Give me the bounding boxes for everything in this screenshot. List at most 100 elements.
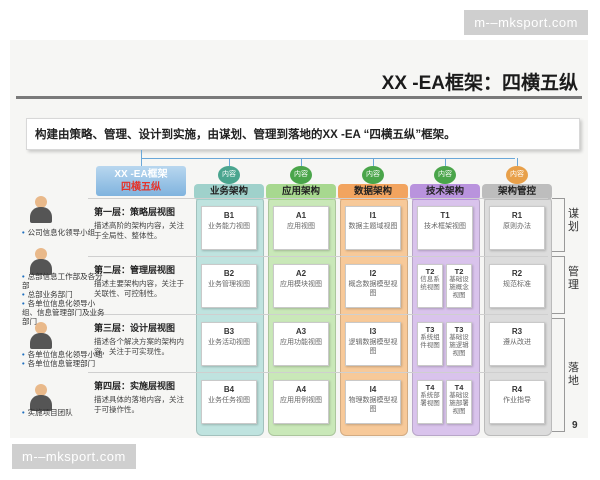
- column-header-4: 技术架构: [410, 184, 480, 200]
- view-code: I2: [369, 269, 377, 278]
- layer-title: 第一层：策略层视图: [94, 207, 176, 217]
- view-label: 信息系统视图: [420, 276, 440, 291]
- view-code: A2: [295, 269, 307, 278]
- stakeholder-item: •总部业务部门: [22, 290, 73, 299]
- subtitle-bar: 构建由策略、管理、设计到实施，由谋划、管理到落地的XX -EA “四横五纵”框架…: [26, 118, 580, 150]
- framework-label-line2: 四横五纵: [121, 182, 161, 193]
- stakeholder-list: •各单位信息化领导小组•各单位信息管理部门: [22, 350, 106, 368]
- view-code: I4: [369, 385, 377, 394]
- view-cell-a2: A2 应用模块视图: [273, 264, 329, 308]
- view-label: 概念数据模型视图: [348, 281, 398, 297]
- view-label: 系统组件视图: [420, 334, 440, 349]
- view-code: A1: [295, 211, 307, 220]
- brace-strategy: [552, 198, 565, 252]
- view-label: 原则办法: [503, 223, 531, 230]
- layer-title: 第三层：设计层视图: [94, 323, 176, 333]
- stakeholder-item: •公司信息化领导小组: [22, 228, 96, 237]
- watermark-bottom: m-–mksport.com: [12, 444, 136, 469]
- bullet-icon: •: [22, 359, 25, 368]
- layer-description: 描述各个解决方案的架构内容，关注于可实现性。: [94, 337, 184, 356]
- watermark-top: m-–mksport.com: [464, 10, 588, 35]
- view-label: 规范标准: [503, 281, 531, 288]
- connector-line: [229, 158, 230, 166]
- column-header-1: 业务架构: [194, 184, 264, 200]
- view-cell-a4: A4 应用用例视图: [273, 380, 329, 424]
- view-code: R1: [511, 211, 523, 220]
- connector-line: [517, 158, 518, 166]
- stakeholder-item: •各单位信息化领导小组、信息管理部门及业务部门: [22, 299, 105, 326]
- view-cell-r3: R3 遵从改进: [489, 322, 545, 366]
- right-label-land: 落地: [568, 362, 579, 387]
- view-label: 应用用例视图: [280, 397, 322, 404]
- column-header-3: 数据架构: [338, 184, 408, 200]
- stakeholder-list: •总部信息工作部及各分部•总部业务部门•各单位信息化领导小组、信息管理部门及业务…: [22, 272, 106, 326]
- view-label: 业务能力视图: [208, 223, 250, 230]
- view-label: 技术框架视图: [424, 223, 466, 230]
- view-code: B2: [223, 269, 235, 278]
- view-label: 数据主题域视图: [348, 223, 398, 230]
- view-label: 基础设施概念视图: [449, 276, 469, 299]
- bullet-icon: •: [22, 299, 25, 308]
- view-cell-i4: I4 物理数据模型视图: [345, 380, 401, 424]
- view-label: 系统部署视图: [420, 392, 440, 407]
- view-label: 基础设施部署视图: [449, 392, 469, 415]
- view-label: 遵从改进: [503, 339, 531, 346]
- column-header-5: 架构管控: [482, 184, 552, 200]
- layer-description: 描述具体的落地内容，关注于可操作性。: [94, 395, 184, 414]
- right-label-plan: 谋划: [568, 208, 579, 233]
- view-code: B4: [223, 385, 235, 394]
- bullet-icon: •: [22, 350, 25, 359]
- view-cell-b2: B2 业务管理视图: [201, 264, 257, 308]
- view-code: T1: [440, 211, 450, 220]
- title-divider: [16, 96, 582, 99]
- view-code: R4: [511, 385, 523, 394]
- person-icon: [28, 322, 54, 352]
- row-separator: [88, 256, 548, 257]
- view-label: 应用模块视图: [280, 281, 322, 288]
- view-label: 业务活动视图: [208, 339, 250, 346]
- content-badge-icon: 内容: [434, 166, 456, 184]
- bullet-icon: •: [22, 408, 25, 417]
- brace-management: [552, 256, 565, 314]
- content-badge-icon: 内容: [506, 166, 528, 184]
- view-cell-b3: B3 业务活动视图: [201, 322, 257, 366]
- right-label-manage: 管理: [568, 266, 579, 291]
- view-code: A3: [295, 327, 307, 336]
- connector-line: [301, 158, 302, 166]
- person-icon: [28, 384, 54, 414]
- stakeholder-item: •总部信息工作部及各分部: [22, 272, 103, 290]
- view-label: 物理数据模型视图: [348, 397, 398, 413]
- bullet-icon: •: [22, 272, 25, 281]
- stakeholder-item: •实施项目团队: [22, 408, 73, 417]
- layer-description: 描述主要架构内容，关注于关联性、可控制性。: [94, 279, 184, 298]
- row-separator: [88, 314, 548, 315]
- view-cell-t1: T1 技术框架视图: [417, 206, 473, 250]
- content-badge-icon: 内容: [362, 166, 384, 184]
- slide-title: XX -EA框架：四横五纵: [381, 73, 578, 94]
- person-icon: [28, 196, 54, 226]
- row-separator: [88, 198, 548, 199]
- view-code: R3: [511, 327, 523, 336]
- connector-line: [141, 158, 515, 159]
- view-code: A4: [295, 385, 307, 394]
- stakeholder-item: •各单位信息化领导小组: [22, 350, 103, 359]
- bullet-icon: •: [22, 228, 25, 237]
- view-code: T4: [454, 383, 464, 392]
- view-code: B3: [223, 327, 235, 336]
- bullet-icon: •: [22, 290, 25, 299]
- view-code: B1: [223, 211, 235, 220]
- column-header-2: 应用架构: [266, 184, 336, 200]
- view-label: 业务管理视图: [208, 281, 250, 288]
- person-icon: [28, 248, 54, 278]
